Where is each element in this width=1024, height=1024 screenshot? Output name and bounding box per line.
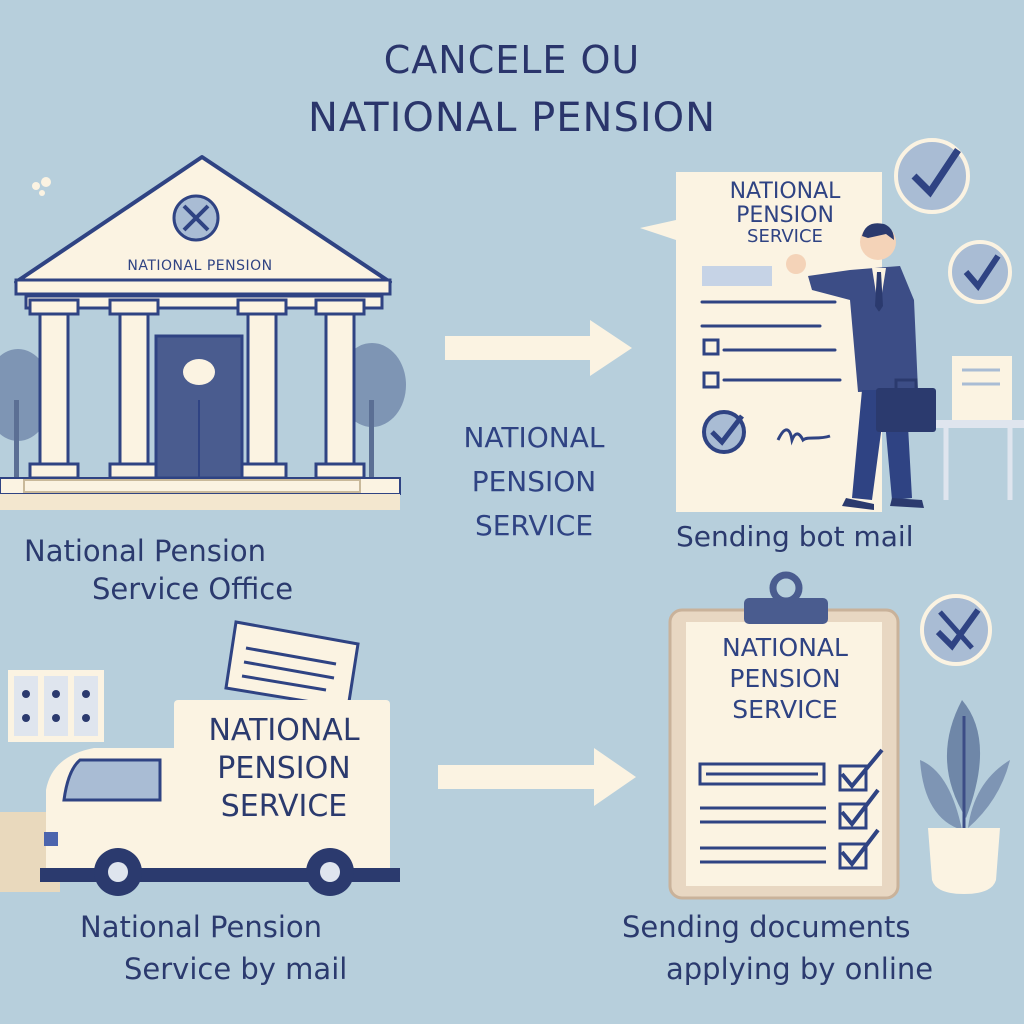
document-line-3: SERVICE — [747, 226, 823, 247]
document-line-2: PENSION — [736, 203, 834, 228]
checkbox-checked-icon — [838, 748, 884, 792]
document-header: NATIONAL PENSION SERVICE — [700, 180, 870, 246]
truck-line-3: SERVICE — [220, 789, 348, 824]
clipboard-caption-line-1: Sending documents — [622, 910, 911, 944]
letter-icon — [224, 620, 360, 710]
center-label-line-2: PENSION — [471, 465, 597, 498]
door-icon — [154, 334, 244, 480]
pension-office-building — [0, 155, 406, 510]
title-line-2: NATIONAL PENSION — [307, 95, 717, 141]
emblem-icon — [172, 194, 220, 242]
wheel-icon — [306, 848, 354, 896]
building-caption-line-1: National Pension — [24, 534, 267, 568]
center-label: NATIONAL PENSION SERVICE — [444, 416, 624, 548]
truck-line-2: PENSION — [217, 751, 351, 786]
clipboard-line-2: PENSION — [729, 664, 841, 693]
document-sheet — [640, 172, 882, 512]
side-table-icon — [936, 356, 1024, 500]
clipboard-caption-line-2: applying by online — [666, 952, 934, 986]
potted-plant-icon — [920, 700, 1010, 894]
check-badge-icon — [894, 138, 970, 214]
check-badge-icon — [948, 240, 1012, 304]
building-pediment-label: NATIONAL PENSION — [127, 258, 273, 274]
check-badge-icon — [920, 594, 992, 666]
center-label-line-3: SERVICE — [474, 509, 594, 542]
checkbox-icon — [702, 371, 720, 389]
clipboard-header: NATIONAL PENSION SERVICE — [690, 632, 880, 725]
mailbox-rack-icon — [8, 670, 104, 742]
arrow-right-icon — [438, 748, 636, 806]
arrow-right-icon — [445, 320, 632, 376]
check-circle-icon — [702, 410, 746, 454]
truck-caption-line-1: National Pension — [80, 910, 323, 944]
truck-side-label: NATIONAL PENSION SERVICE — [186, 712, 382, 826]
truck-caption-line-2: Service by mail — [124, 952, 348, 986]
signature-icon — [776, 428, 831, 446]
document-caption: Sending bot mail — [676, 520, 914, 553]
title-line-1: CANCELE OU — [383, 38, 641, 82]
sparkle-icon — [32, 177, 51, 196]
building-caption-line-2: Service Office — [92, 572, 294, 606]
clipboard-form — [668, 571, 900, 900]
document-line-1: NATIONAL — [729, 179, 841, 204]
businessman-icon — [786, 223, 936, 510]
wheel-icon — [94, 848, 142, 896]
checkbox-icon — [702, 338, 720, 356]
checkbox-checked-icon — [838, 788, 880, 830]
center-label-line-1: NATIONAL — [463, 421, 605, 454]
clipboard-line-3: SERVICE — [732, 695, 838, 724]
truck-line-1: NATIONAL — [208, 713, 360, 748]
checkbox-checked-icon — [838, 828, 880, 870]
clip-icon — [744, 571, 828, 624]
mail-truck — [0, 620, 400, 896]
clipboard-line-1: NATIONAL — [722, 633, 848, 662]
